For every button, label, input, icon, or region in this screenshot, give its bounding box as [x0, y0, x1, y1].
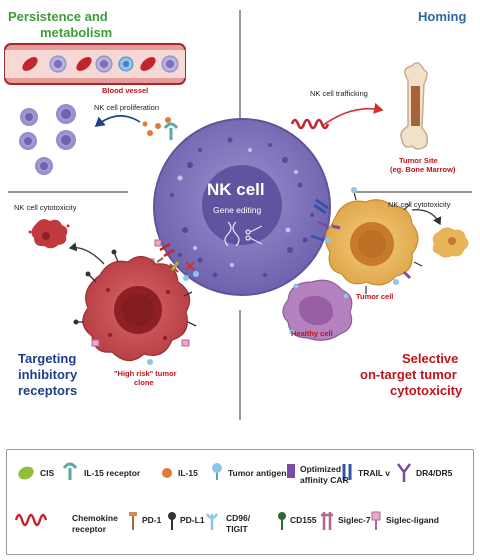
persistence-title-line1: Persistence and	[8, 9, 108, 24]
legend-cis: CIS	[40, 468, 55, 478]
legend-trail: TRAIL v	[358, 468, 390, 478]
chemokine-receptor-membrane	[290, 118, 330, 130]
nk-cell-title: NK cell	[207, 180, 265, 199]
legend-pdl1: PD-L1	[180, 515, 205, 525]
bone-illustration	[400, 62, 429, 150]
legend-chemokine-line1: Chemokine	[72, 513, 118, 523]
legend-il15-receptor: IL-15 receptor	[84, 468, 141, 478]
persistence-title-line2: metabolism	[40, 25, 113, 40]
nk-right-receptors	[310, 198, 329, 242]
legend-siglec7: Siglec-7	[338, 515, 371, 525]
legend-pd1: PD-1	[142, 515, 162, 525]
cytotoxicity-arrow-right	[411, 209, 442, 226]
nk-cell	[153, 118, 331, 296]
tumor-site-label-line2: (eg. Bone Marrow)	[390, 165, 456, 174]
high-risk-label-line2: clone	[134, 378, 154, 387]
gene-editing-icon	[224, 221, 263, 247]
tumor-site-label-line1: Tumor Site	[399, 156, 438, 165]
targeting-title-line1: Targeting	[18, 351, 77, 366]
legend	[6, 449, 474, 555]
nk-proliferation-label: NK cell proliferation	[94, 103, 160, 112]
legend-chemokine-line2: receptor	[72, 524, 107, 534]
targeting-title-line2: inhibitory	[18, 367, 78, 382]
legend-car-line1: Optimized	[300, 464, 342, 474]
legend-il15: IL-15	[178, 468, 198, 478]
healthy-cell-label: Healthy cell	[291, 329, 333, 338]
selective-title-line2: on-target tumor	[360, 367, 457, 382]
gene-editing-label: Gene editing	[213, 205, 262, 215]
homing-title: Homing	[418, 9, 467, 24]
legend-siglec-ligand: Siglec-ligand	[386, 515, 439, 525]
high-risk-label-line1: "High risk" tumor	[114, 369, 177, 378]
targeting-title-line3: receptors	[18, 383, 78, 398]
legend-cd155: CD155	[290, 515, 317, 525]
nk-cytotoxicity-left-label: NK cell cytotoxicity	[14, 203, 77, 212]
legend-tumor-antigen: Tumor antigen	[228, 468, 287, 478]
legend-cd96-line2: TIGIT	[226, 524, 248, 534]
proliferating-nk-cells	[19, 104, 76, 175]
dying-tumor-cell-right	[432, 227, 469, 258]
nk-cytotoxicity-right-label: NK cell cytotoxicity	[388, 200, 451, 209]
blood-vessel-illustration	[4, 43, 186, 85]
legend-dr45: DR4/DR5	[416, 468, 453, 478]
trafficking-arrow	[321, 102, 384, 127]
tumor-cell-yellow	[324, 187, 423, 294]
legend-car-line2: affinity CAR	[300, 475, 349, 485]
nk-trafficking-label: NK cell trafficking	[310, 89, 368, 98]
legend-cd96-line1: CD96/	[226, 513, 251, 523]
legend-icons	[14, 462, 411, 530]
selective-title-line1: Selective	[402, 351, 459, 366]
blood-vessel-label: Blood vessel	[102, 86, 149, 95]
high-risk-tumor-clone	[73, 249, 197, 365]
cytotoxicity-arrow-left	[68, 242, 105, 265]
proliferation-arrow	[94, 115, 141, 128]
healthy-cell	[282, 279, 353, 341]
selective-title-line3: cytotoxicity	[390, 383, 463, 398]
dying-tumor-cell-left	[28, 219, 70, 249]
tumor-cell-label: Tumor cell	[356, 292, 394, 301]
